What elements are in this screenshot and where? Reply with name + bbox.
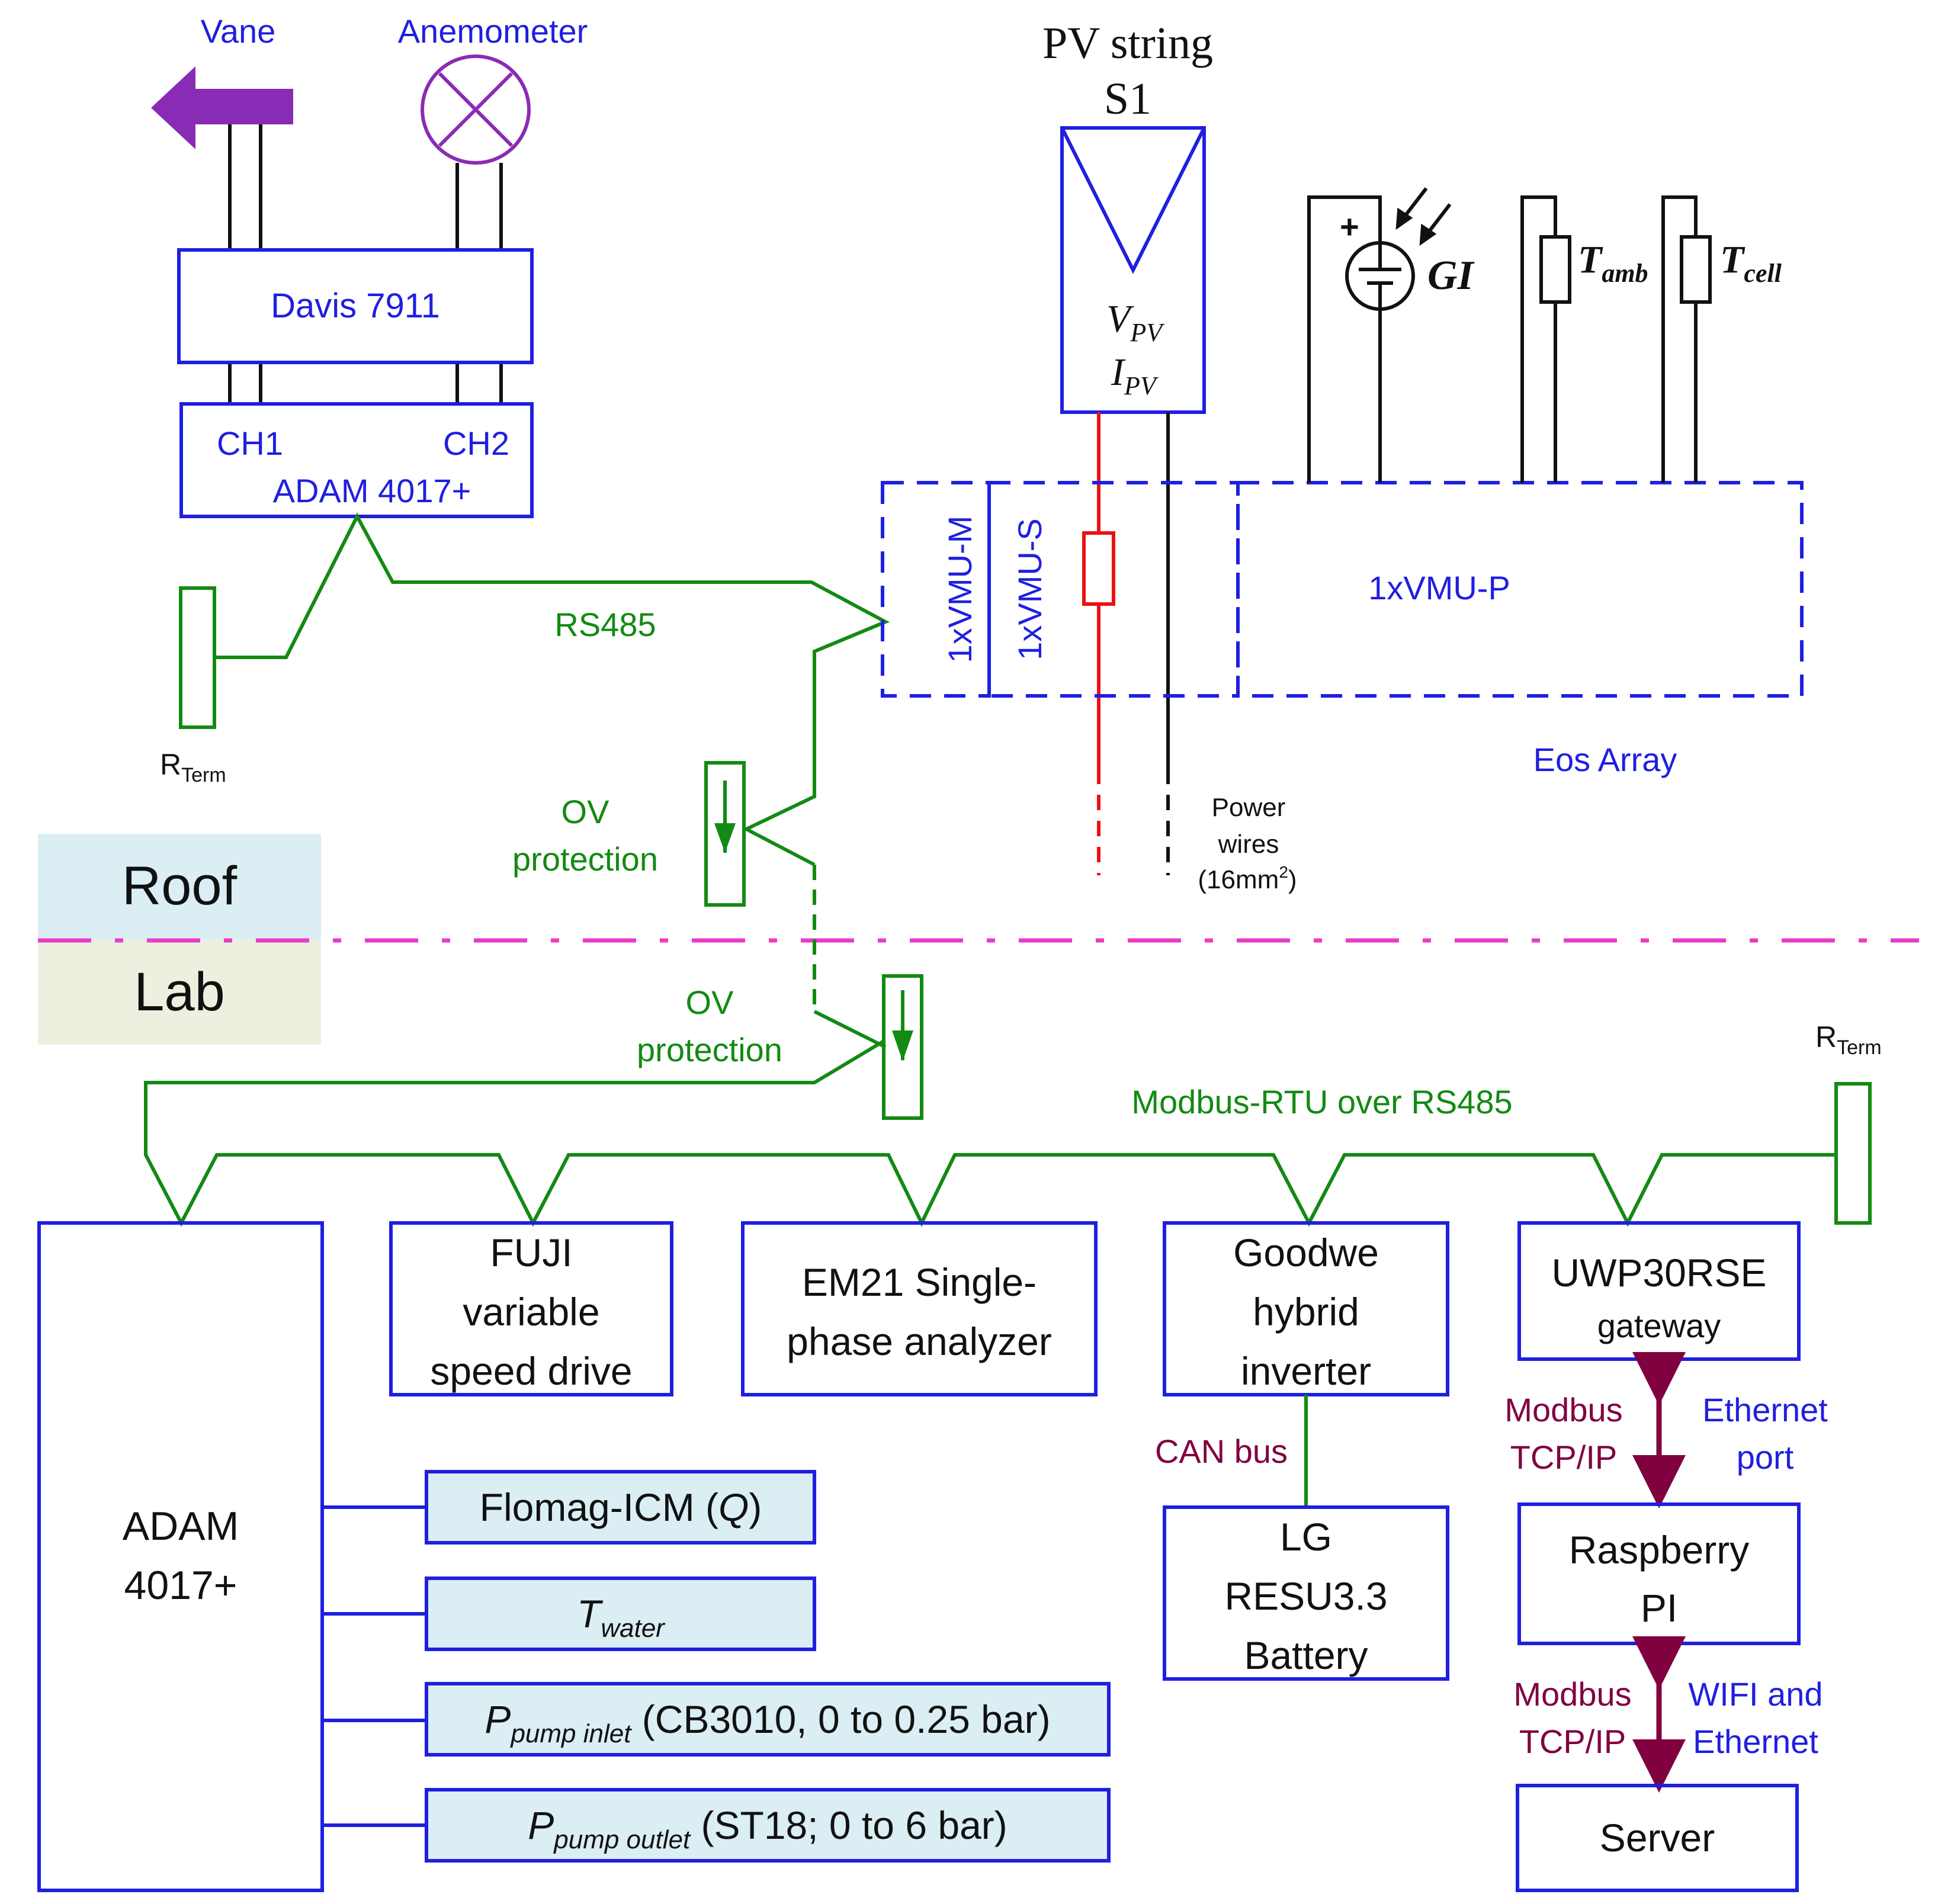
anemometer-icon [421, 54, 531, 165]
modbus-rtu-label: Modbus-RTU over RS485 [1131, 1083, 1512, 1120]
vane-arrow-icon [151, 66, 293, 149]
tcell-sensor-wires [1661, 195, 1698, 483]
vmu-s-label: 1xVMU-S [1011, 518, 1048, 660]
fuse-icon [1082, 531, 1115, 606]
svg-text:+: + [1340, 208, 1359, 245]
tcp-ip-label-2: TCP/IP [1519, 1723, 1626, 1760]
pump-outlet-label: Ppump outlet (ST18; 0 to 6 bar) [528, 1803, 1007, 1854]
server-label: Server [1600, 1816, 1715, 1860]
lg-battery-box [1163, 1505, 1449, 1681]
pump-inlet-label: Ppump inlet (CB3010, 0 to 0.25 bar) [484, 1697, 1050, 1748]
goodwe-label-3: inverter [1241, 1349, 1371, 1393]
ov-arrow-icon [892, 1030, 913, 1061]
ipv-label: IPV [1111, 351, 1159, 400]
ch2-label: CH2 [443, 425, 509, 462]
pump-outlet-sensor-box [425, 1788, 1111, 1863]
ov-protection-roof [704, 761, 746, 907]
modbus-tcp-label-1: Modbus [1504, 1391, 1622, 1428]
uwp-label-2: gateway [1597, 1307, 1721, 1344]
ch1-label: CH1 [217, 425, 283, 462]
modbus-tcp-label-2: Modbus [1513, 1675, 1631, 1713]
gi-label: GI [1427, 253, 1475, 298]
lg-label-2: RESU3.3 [1224, 1574, 1387, 1618]
rterm-lab [1834, 1082, 1872, 1225]
wifi-ethernet-label-1: WIFI and [1688, 1675, 1823, 1713]
adam-lab-label-2: 4017+ [124, 1563, 238, 1608]
server-box [1516, 1784, 1799, 1892]
pv-module-symbol [1060, 127, 1206, 274]
fuji-label-3: speed drive [430, 1349, 632, 1393]
goodwe-label-2: hybrid [1253, 1290, 1359, 1334]
adam-lab-label-1: ADAM [123, 1504, 239, 1549]
rterm-roof-label: RTerm [160, 748, 226, 786]
vmu-p-box [1236, 481, 1804, 698]
ethernet-port-label-1: Ethernet [1702, 1391, 1828, 1428]
em21-analyzer-box [741, 1221, 1098, 1396]
adam-roof-label: ADAM 4017+ [273, 472, 471, 509]
ov-protection-roof-label-1: OV [561, 793, 610, 830]
can-bus-label: CAN bus [1155, 1433, 1288, 1470]
goodwe-label-1: Goodwe [1233, 1231, 1379, 1274]
tcp-ip-label-1: TCP/IP [1510, 1439, 1617, 1476]
rs485-roof-bus [214, 512, 890, 866]
twater-sensor-box [425, 1577, 816, 1651]
lab-zone-label-bg [38, 939, 321, 1045]
roof-zone-label-bg [38, 834, 321, 939]
em21-label-1: EM21 Single- [802, 1260, 1037, 1304]
ethernet-port-label-2: port [1737, 1439, 1794, 1476]
rs485-label: RS485 [554, 606, 656, 643]
tcell-label: Tcell [1720, 238, 1782, 288]
tamb-sensor-wires [1520, 195, 1557, 483]
wifi-ethernet-label-2: Ethernet [1693, 1723, 1818, 1760]
ov-protection-roof-label-2: protection [512, 840, 658, 878]
vmu-m-box [881, 481, 991, 698]
tamb-sensor-icon [1539, 235, 1571, 304]
pv-module-box [1060, 126, 1206, 414]
rterm-roof [179, 586, 216, 729]
ov-arrow-icon [714, 823, 736, 853]
vmu-p-label: 1xVMU-P [1368, 569, 1510, 606]
lg-label-3: Battery [1244, 1633, 1368, 1677]
roof-zone-label: Roof [122, 856, 238, 916]
ov-protection-lab [882, 974, 923, 1120]
em21-label-2: phase analyzer [787, 1319, 1052, 1363]
power-wires-label-3: (16mm2) [1198, 863, 1297, 894]
lg-label-1: LG [1280, 1515, 1332, 1559]
vpv-label: VPV [1106, 297, 1165, 347]
irradiance-sensor-icon [1345, 241, 1415, 311]
modbus-rtu-bus [144, 1039, 1836, 1227]
vane-label: Vane [201, 12, 276, 50]
flomag-label: Flomag-ICM (Q) [480, 1485, 762, 1529]
uwp-label-1: UWP30RSE [1551, 1251, 1766, 1295]
vane-anemometer-wires [228, 124, 503, 404]
gi-sensor-wires [1307, 195, 1382, 483]
fuji-label-2: variable [463, 1290, 599, 1334]
adam-lab-box [37, 1221, 324, 1892]
vmu-m-label: 1xVMU-M [941, 516, 978, 663]
fuji-label-1: FUJI [490, 1231, 572, 1274]
anemometer-label: Anemometer [398, 12, 588, 50]
davis-7911-label: Davis 7911 [271, 287, 440, 325]
pv-string-id: S1 [1104, 74, 1151, 124]
tcell-sensor-icon [1680, 235, 1712, 304]
pv-string-title: PV string [1042, 18, 1213, 68]
flomag-sensor-box [425, 1470, 816, 1545]
light-rays-icon [1395, 187, 1452, 246]
raspberry-label-2: PI [1641, 1586, 1677, 1630]
ov-protection-lab-label-2: protection [637, 1031, 782, 1068]
power-wires-label-1: Power [1212, 793, 1286, 822]
raspberry-label-1: Raspberry [1569, 1528, 1749, 1572]
lab-zone-label: Lab [134, 962, 225, 1022]
eos-array-label: Eos Array [1533, 741, 1677, 778]
twater-label: Twater [577, 1592, 666, 1643]
rterm-lab-label: RTerm [1815, 1020, 1882, 1059]
pump-inlet-sensor-box [425, 1682, 1111, 1757]
ov-protection-lab-label-1: OV [686, 984, 734, 1021]
power-wires-label-2: wires [1218, 830, 1279, 859]
davis-7911-box [177, 248, 534, 364]
fuji-vsd-box [389, 1221, 673, 1396]
adam-sensor-connections [322, 1505, 426, 1827]
tamb-label: Tamb [1578, 238, 1648, 288]
